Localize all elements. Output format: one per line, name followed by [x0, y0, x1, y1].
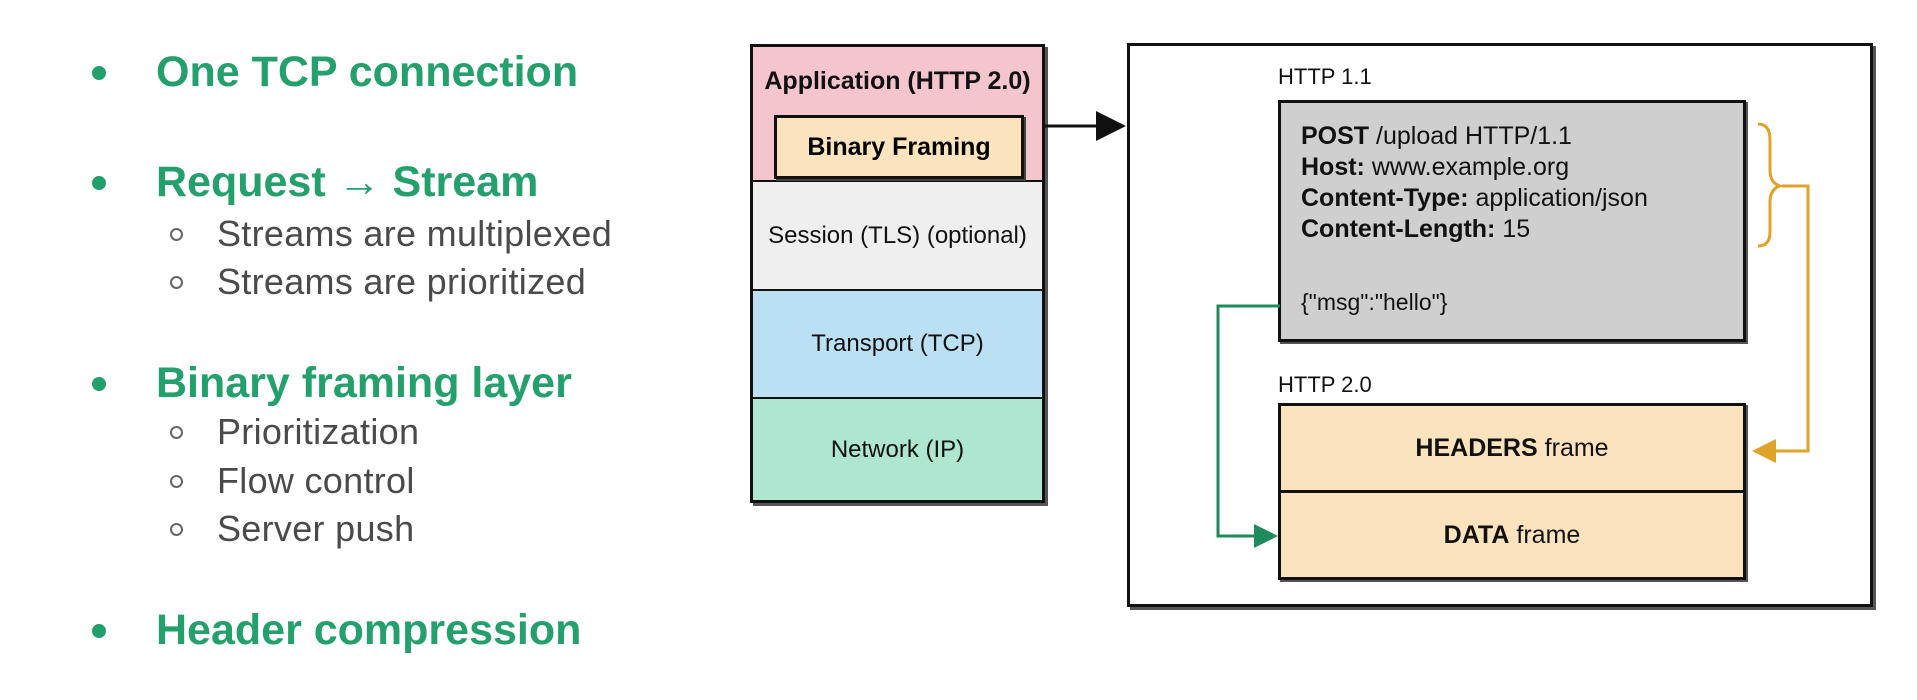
- bullet-label: Binary framing layer: [156, 359, 572, 407]
- subbullet-flow-control: Flow control: [170, 460, 415, 502]
- hollow-bullet-icon: [170, 522, 183, 536]
- bullet-request-stream: Request → Stream: [92, 158, 538, 207]
- bullet-binary-framing-layer: Binary framing layer: [92, 359, 572, 408]
- bullet-dot-icon: [92, 623, 106, 638]
- content-type-header-name: Content-Type:: [1301, 184, 1469, 212]
- bullet-label: Request → Stream: [156, 158, 539, 206]
- bullet-dot-icon: [92, 175, 106, 190]
- request-method: POST: [1301, 122, 1370, 150]
- content-type-header-line: Content-Type: application/json: [1301, 183, 1743, 214]
- subbullet-streams-prioritized: Streams are prioritized: [170, 261, 586, 303]
- hollow-bullet-icon: [170, 227, 183, 241]
- request-line: POST /upload HTTP/1.1: [1301, 121, 1743, 152]
- bullet-dot-icon: [92, 376, 106, 391]
- protocol-stack: Application (HTTP 2.0) Binary Framing Se…: [750, 44, 1045, 503]
- feature-bullet-list: One TCP connection Request → Stream Stre…: [0, 0, 720, 700]
- content-length-header-line: Content-Length: 15: [1301, 214, 1743, 245]
- bullet-label: One TCP connection: [156, 48, 579, 96]
- content-length-header-value: 15: [1495, 215, 1531, 243]
- host-header-value: www.example.org: [1364, 153, 1570, 181]
- bullet-one-tcp-connection: One TCP connection: [92, 48, 578, 97]
- headers-to-frame-arrow: [1752, 184, 1810, 463]
- host-header-name: Host:: [1301, 153, 1365, 181]
- bullet-header-compression: Header compression: [92, 606, 581, 655]
- transport-layer: Transport (TCP): [753, 291, 1042, 399]
- subbullet-streams-multiplexed: Streams are multiplexed: [170, 213, 612, 255]
- content-length-header-name: Content-Length:: [1301, 215, 1496, 243]
- request-body: {"msg":"hello"}: [1301, 289, 1448, 315]
- session-layer: Session (TLS) (optional): [753, 182, 1042, 291]
- subbullet-server-push: Server push: [170, 508, 414, 550]
- hollow-bullet-icon: [170, 275, 183, 289]
- binary-framing-box: Binary Framing: [774, 115, 1024, 179]
- transport-layer-label: Transport (TCP): [811, 330, 984, 357]
- subbullet-label: Server push: [217, 508, 415, 549]
- application-layer-label: Application (HTTP 2.0): [764, 67, 1031, 95]
- bullet-dot-icon: [92, 65, 106, 80]
- http11-request-box: POST /upload HTTP/1.1 Host: www.example.…: [1278, 100, 1746, 342]
- subbullet-label: Flow control: [217, 460, 415, 501]
- network-layer-label: Network (IP): [830, 435, 965, 463]
- subbullet-label: Prioritization: [217, 411, 420, 452]
- request-target: /upload HTTP/1.1: [1369, 122, 1572, 150]
- data-frame-keyword: DATA: [1443, 520, 1510, 549]
- headers-brace-icon: [1757, 122, 1786, 248]
- http11-caption: HTTP 1.1: [1278, 64, 1372, 89]
- hollow-bullet-icon: [170, 425, 183, 439]
- bullet-label: Header compression: [156, 606, 582, 654]
- host-header-line: Host: www.example.org: [1301, 152, 1743, 183]
- hollow-bullet-icon: [170, 474, 183, 488]
- headers-frame-keyword: HEADERS: [1415, 433, 1538, 462]
- headers-frame-suffix: frame: [1544, 433, 1609, 462]
- http2-caption: HTTP 2.0: [1278, 372, 1372, 397]
- binary-framing-label: Binary Framing: [807, 132, 991, 161]
- content-type-header-value: application/json: [1468, 184, 1648, 212]
- subbullet-prioritization: Prioritization: [170, 411, 419, 453]
- session-layer-label: Session (TLS) (optional): [768, 221, 1027, 249]
- network-layer: Network (IP): [753, 399, 1042, 500]
- subbullet-label: Streams are multiplexed: [217, 213, 613, 254]
- subbullet-label: Streams are prioritized: [217, 261, 587, 302]
- data-frame-suffix: frame: [1516, 520, 1581, 549]
- body-to-data-frame-arrow: [1216, 304, 1280, 548]
